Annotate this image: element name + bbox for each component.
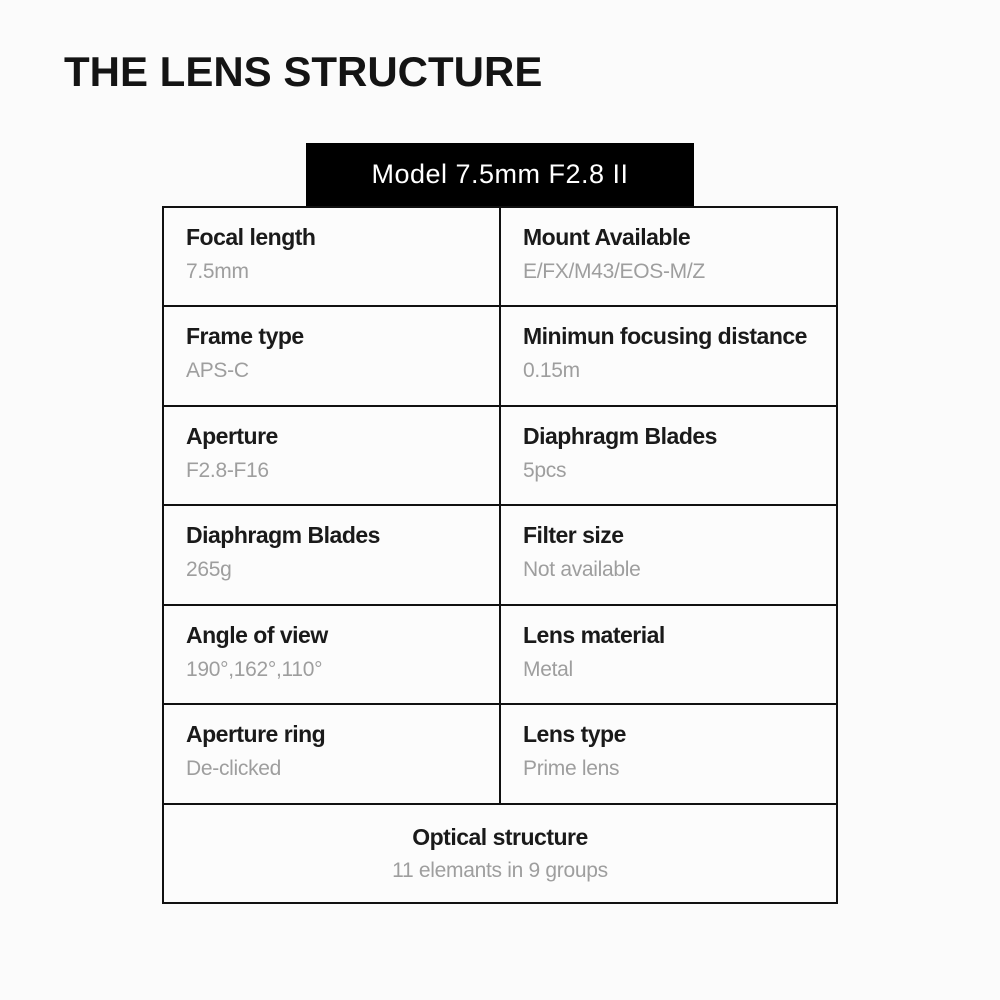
spec-label: Diaphragm Blades [523,422,717,449]
spec-value: Prime lens [523,757,620,780]
spec-value: E/FX/M43/EOS-M/Z [523,259,705,283]
spec-cell-frame-type: Frame type APS-C [164,307,499,404]
spec-cell-min-focusing-distance: Minimun focusing distance 0.15m [499,307,836,405]
spec-cell-diaphragm-blades: Diaphragm Blades 5pcs [499,406,836,505]
spec-label: Diaphragm Blades [186,522,380,549]
spec-row-frame-focusdistance: Frame type APS-C Minimun focusing distan… [164,307,836,407]
spec-label: Lens type [523,721,626,748]
spec-label: Optical structure [412,823,588,850]
spec-value: Metal [523,657,573,681]
spec-cell-focal-length: Focal length 7.5mm [164,208,499,305]
spec-row-focal-mount: Focal length 7.5mm Mount Available E/FX/… [164,208,836,308]
spec-row-optical-structure: Optical structure 11 elemants in 9 group… [164,805,836,902]
spec-row-angle-material: Angle of view 190°,162°,110° Lens materi… [164,605,836,706]
model-badge: Model 7.5mm F2.8 II [306,143,694,206]
spec-value: F2.8-F16 [186,458,269,482]
spec-cell-aperture-ring: Aperture ring De-clicked [164,705,499,802]
spec-label: Aperture [186,422,278,449]
spec-cell-weight: Diaphragm Blades 265g [164,506,499,603]
spec-value: 11 elemants in 9 groups [392,858,608,882]
spec-row-aperture-blades: Aperture F2.8-F16 Diaphragm Blades 5pcs [164,406,836,507]
spec-label: Focal length [186,224,316,250]
spec-label: Frame type [186,323,304,350]
spec-cell-mount-available: Mount Available E/FX/M43/EOS-M/Z [499,208,836,306]
spec-value: 265g [186,558,232,582]
spec-label: Filter size [523,522,624,549]
spec-row-weight-filter: Diaphragm Blades 265g Filter size Not av… [164,506,836,606]
spec-label: Lens material [523,621,665,648]
spec-row-aperturering-lenstype: Aperture ring De-clicked Lens type Prime… [164,705,836,805]
spec-cell-lens-type: Lens type Prime lens [499,705,836,803]
spec-label: Angle of view [186,621,328,648]
spec-value: 190°,162°,110° [186,657,323,681]
page-title: THE LENS STRUCTURE [64,48,543,95]
model-badge-label: Model 7.5mm F2.8 II [371,159,629,189]
spec-value: 0.15m [523,359,580,383]
spec-cell-filter-size: Filter size Not available [499,506,836,604]
spec-value: Not available [523,558,641,582]
spec-table: Focal length 7.5mm Mount Available E/FX/… [162,206,838,904]
spec-value: 5pcs [523,458,567,482]
spec-value: APS-C [186,359,249,383]
spec-label: Aperture ring [186,721,326,748]
spec-label: Mount Available [523,224,691,250]
spec-value: De-clicked [186,757,282,780]
spec-cell-lens-material: Lens material Metal [499,605,836,704]
spec-cell-aperture: Aperture F2.8-F16 [164,407,499,504]
spec-label: Minimun focusing distance [523,323,807,350]
spec-value: 7.5mm [186,259,249,283]
spec-cell-angle-of-view: Angle of view 190°,162°,110° [164,606,499,703]
